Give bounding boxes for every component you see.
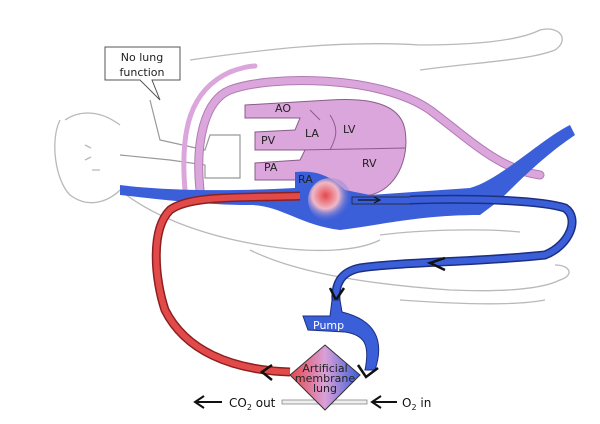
pump-label: Pump — [313, 319, 344, 332]
svg-text:O2 in: O2 in — [402, 396, 431, 412]
great-vessels — [181, 63, 545, 195]
airway-outline — [119, 99, 241, 179]
mixing-zone — [308, 178, 352, 222]
co2-out: CO2 out — [193, 395, 276, 412]
o2-sub: 2 — [411, 403, 416, 412]
oxygenator-line-1: Artificial — [302, 362, 347, 375]
svg-text:CO2 out: CO2 out — [229, 396, 276, 412]
pump: Pump — [302, 299, 380, 371]
co2-sub: 2 — [247, 403, 252, 412]
callout-line-1: No lung — [121, 51, 163, 64]
label-lv: LV — [343, 123, 356, 136]
arrow-icon — [259, 363, 273, 381]
label-la: LA — [305, 127, 319, 140]
o2-suffix: in — [417, 396, 432, 410]
co2-suffix: out — [252, 396, 276, 410]
callout-line-2: function — [120, 66, 165, 79]
body-outline — [54, 28, 570, 305]
left-arrow-icon — [193, 395, 222, 409]
oxygenator-line-2: membrane — [295, 372, 355, 385]
flow-arrow-icon — [358, 196, 382, 204]
label-rv: RV — [362, 157, 377, 170]
artificial-membrane-lung: Artificial membrane lung — [289, 344, 361, 411]
heart: AO LA LV PV PA RV — [244, 98, 407, 197]
oxygenator-line-3: lung — [313, 382, 337, 395]
o2-in: O2 in — [370, 395, 431, 412]
label-ao: AO — [275, 102, 291, 115]
left-arrow-icon — [370, 395, 397, 409]
label-ra: RA — [298, 173, 313, 186]
no-lung-function-callout: No lung function — [104, 46, 181, 101]
label-pv: PV — [261, 134, 276, 147]
co2-prefix: CO — [229, 396, 247, 410]
arrow-icon — [356, 364, 379, 379]
o2-prefix: O — [402, 396, 411, 410]
label-pa: PA — [264, 161, 278, 174]
arrow-icon — [426, 256, 446, 272]
